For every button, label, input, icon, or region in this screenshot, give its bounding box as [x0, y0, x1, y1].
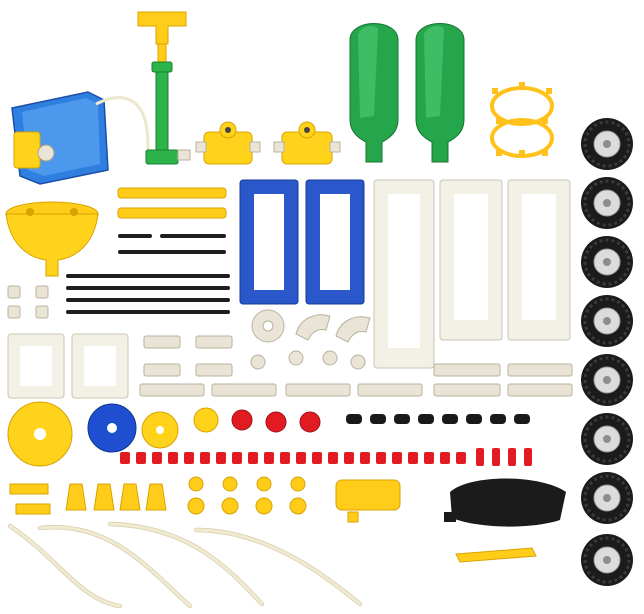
bottle-icon: [415, 23, 465, 163]
valve-icon: [195, 121, 261, 165]
gear-icon: [7, 401, 321, 467]
connector-peg-icon: [139, 309, 573, 397]
rod-icon: [118, 234, 226, 254]
funnel-icon: [5, 201, 99, 277]
connector-peg-icon: [444, 478, 566, 527]
wheel-icon: [581, 534, 633, 586]
wheel-icon: [581, 413, 633, 465]
connector-peg-icon: [346, 414, 530, 424]
water-tank-icon: [11, 91, 150, 185]
wheel-icon: [581, 354, 633, 406]
beam-icon: [117, 187, 227, 219]
wheel-icon: [581, 295, 633, 347]
wheel-icon: [581, 236, 633, 288]
wheel-icon: [581, 177, 633, 229]
bottle-icon: [349, 23, 399, 163]
part-separator-icon: [455, 547, 537, 563]
frame-icon: [7, 333, 129, 399]
frame-icon: [373, 179, 571, 369]
rod-icon: [66, 274, 230, 314]
air-pump-icon: [137, 11, 191, 165]
wheel-icon: [581, 118, 633, 170]
connector-peg-icon: [9, 483, 167, 515]
connector-peg-icon: [120, 448, 532, 466]
valve-icon: [273, 121, 341, 165]
tube-icon: [7, 521, 363, 609]
track-ring-icon: [490, 82, 554, 158]
connector-peg-icon: [7, 285, 49, 319]
connector-peg-icon: [335, 479, 401, 523]
frame-icon: [239, 179, 365, 305]
connector-peg-icon: [187, 476, 307, 515]
wheel-icon: [581, 472, 633, 524]
